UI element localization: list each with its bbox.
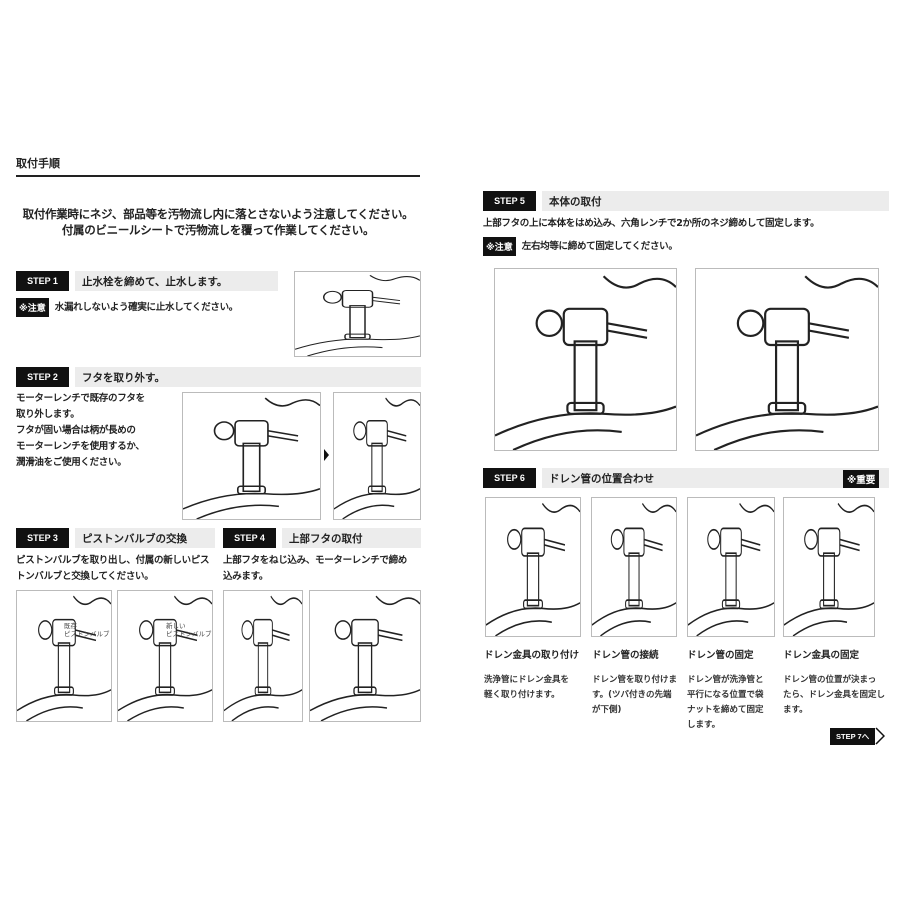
chevron-right-icon (875, 727, 886, 745)
step3-text: ピストンバルブを取り出し、付属の新しいピス トンバルブと交換してください。 (16, 553, 221, 585)
desc-line: ます。 (783, 705, 808, 715)
step6-caption-2: ドレン管の接続 (592, 650, 659, 661)
step6-caption-3: ドレン管の固定 (687, 650, 754, 661)
step3-title: ピストンバルブの交換 (75, 528, 215, 548)
desc-line: す。(ツバ付きの先端 (592, 690, 672, 700)
old-piston-valve-label: 既存ピストンバルブ (64, 622, 110, 638)
step5-text: 上部フタの上に本体をはめ込み、六角レンチで2か所のネジ締めして固定します。 (483, 218, 820, 229)
valve-line-art (688, 502, 774, 636)
desc-line: ドレン管を取り付けま (592, 675, 678, 685)
important-badge: ※重要 (843, 470, 880, 488)
valve-line-art (696, 275, 878, 450)
step1-label: STEP 1 (16, 271, 69, 291)
step2-text-line: 取り外します。 (16, 409, 80, 420)
step3-illustration-2 (117, 590, 213, 722)
step6-desc-3: ドレン管が洗浄管と平行になる位置で袋ナットを締めて固定します。 (687, 673, 764, 733)
valve-line-art (295, 275, 420, 356)
desc-line: 洗浄管にドレン金具を (484, 675, 570, 685)
step4-text-line: 上部フタをねじ込み、モーターレンチで締め (223, 555, 408, 566)
step4-illustration-1 (223, 590, 303, 722)
page-title: 取付手順 (16, 157, 60, 170)
step2-label: STEP 2 (16, 367, 69, 387)
step6-illustration-2 (591, 497, 677, 637)
caution-badge: ※注意 (16, 298, 49, 317)
new-piston-valve-label: 新しいピストンバルブ (166, 622, 212, 638)
label-line: 新しい (166, 622, 186, 630)
step2-title: フタを取り外す。 (75, 367, 421, 387)
step4-title: 上部フタの取付 (282, 528, 421, 548)
step6-title: ドレン管の位置合わせ (542, 468, 889, 488)
desc-line: たら、ドレン金具を固定し (783, 690, 886, 700)
desc-line: ドレン管が洗浄管と (687, 675, 764, 685)
step3-illustration-1 (16, 590, 112, 722)
desc-line: 軽く取り付けます。 (484, 690, 560, 700)
step4-header: STEP 4 上部フタの取付 (223, 528, 421, 548)
step5-note: ※注意 左右均等に締めて固定してください。 (483, 237, 678, 256)
step6-header: STEP 6 ドレン管の位置合わせ (483, 468, 889, 488)
step1-header: STEP 1 止水栓を締めて、止水します。 (16, 271, 278, 291)
step5-header: STEP 5 本体の取付 (483, 191, 889, 211)
label-line: ピストンバルブ (166, 630, 212, 638)
step6-caption-1: ドレン金具の取り付け (484, 650, 580, 661)
step6-desc-2: ドレン管を取り付けます。(ツバ付きの先端が下側) (592, 673, 677, 718)
label-line: 既存 (64, 622, 77, 630)
valve-line-art (495, 275, 676, 450)
desc-line: が下側) (592, 705, 622, 715)
valve-line-art (310, 595, 420, 721)
step5-note-text: 左右均等に締めて固定してください。 (521, 240, 678, 252)
step2-text-line: フタが固い場合は柄が長めの (16, 425, 136, 436)
valve-line-art (118, 595, 212, 721)
step6-illustration-4 (783, 497, 875, 637)
desc-line: ドレン管の位置が決まっ (783, 675, 877, 685)
title-divider (16, 175, 420, 177)
step3-text-line: ピストンバルブを取り出し、付属の新しいピス (16, 555, 210, 566)
step6-desc-4: ドレン管の位置が決まったら、ドレン金具を固定します。 (783, 673, 885, 718)
step2-text-line: 潤滑油をご使用ください。 (16, 457, 127, 468)
step1-title: 止水栓を締めて、止水します。 (75, 271, 278, 291)
label-line: ピストンバルブ (64, 630, 110, 638)
next-step-button[interactable]: STEP 7へ (830, 727, 886, 745)
valve-line-art (592, 502, 676, 636)
step2-illustration-1 (182, 392, 321, 520)
step3-header: STEP 3 ピストンバルブの交換 (16, 528, 215, 548)
intro-line-1: 取付作業時にネジ、部品等を汚物流し内に落とさないよう注意してください。 (22, 207, 414, 221)
step2-header: STEP 2 フタを取り外す。 (16, 367, 421, 387)
step6-label: STEP 6 (483, 468, 536, 488)
next-step-label: STEP 7へ (830, 727, 876, 745)
step4-text-line: 込みます。 (223, 571, 269, 582)
valve-line-art (334, 397, 420, 519)
step5-title: 本体の取付 (542, 191, 889, 211)
step1-note-text: 水漏れしないよう確実に止水してください。 (54, 301, 239, 313)
step5-label: STEP 5 (483, 191, 536, 211)
step1-illustration (294, 271, 421, 357)
step5-illustration-2 (695, 268, 879, 451)
valve-line-art (183, 397, 320, 519)
desc-line: します。 (687, 720, 721, 730)
step6-caption-4: ドレン金具の固定 (783, 650, 860, 661)
step1-note: ※注意 水漏れしないよう確実に止水してください。 (16, 298, 238, 317)
step6-illustration-3 (687, 497, 775, 637)
caution-badge: ※注意 (483, 237, 516, 256)
step6-desc-1: 洗浄管にドレン金具を軽く取り付けます。 (484, 673, 569, 703)
step4-label: STEP 4 (223, 528, 276, 548)
step4-text: 上部フタをねじ込み、モーターレンチで締め 込みます。 (223, 553, 428, 585)
step2-text-line: モーターレンチを使用するか、 (16, 441, 145, 452)
valve-line-art (784, 502, 874, 636)
step6-illustration-1 (485, 497, 581, 637)
valve-line-art (486, 502, 580, 636)
step2-text-line: モーターレンチで既存のフタを (16, 393, 145, 404)
step2-illustration-2 (333, 392, 421, 520)
step5-illustration-1 (494, 268, 677, 451)
intro-line-2: 付属のビニールシートで汚物流しを覆って作業してください。 (61, 223, 375, 237)
step3-label: STEP 3 (16, 528, 69, 548)
step4-illustration-2 (309, 590, 421, 722)
arrow-right-icon (324, 449, 329, 461)
desc-line: 平行になる位置で袋 (687, 690, 764, 700)
valve-line-art (224, 595, 302, 721)
step3-text-line: トンバルブと交換してください。 (16, 571, 154, 582)
desc-line: ナットを締めて固定 (687, 705, 764, 715)
valve-line-art (17, 595, 111, 721)
step2-text: モーターレンチで既存のフタを 取り外します。 フタが固い場合は柄が長めの モータ… (16, 391, 145, 471)
